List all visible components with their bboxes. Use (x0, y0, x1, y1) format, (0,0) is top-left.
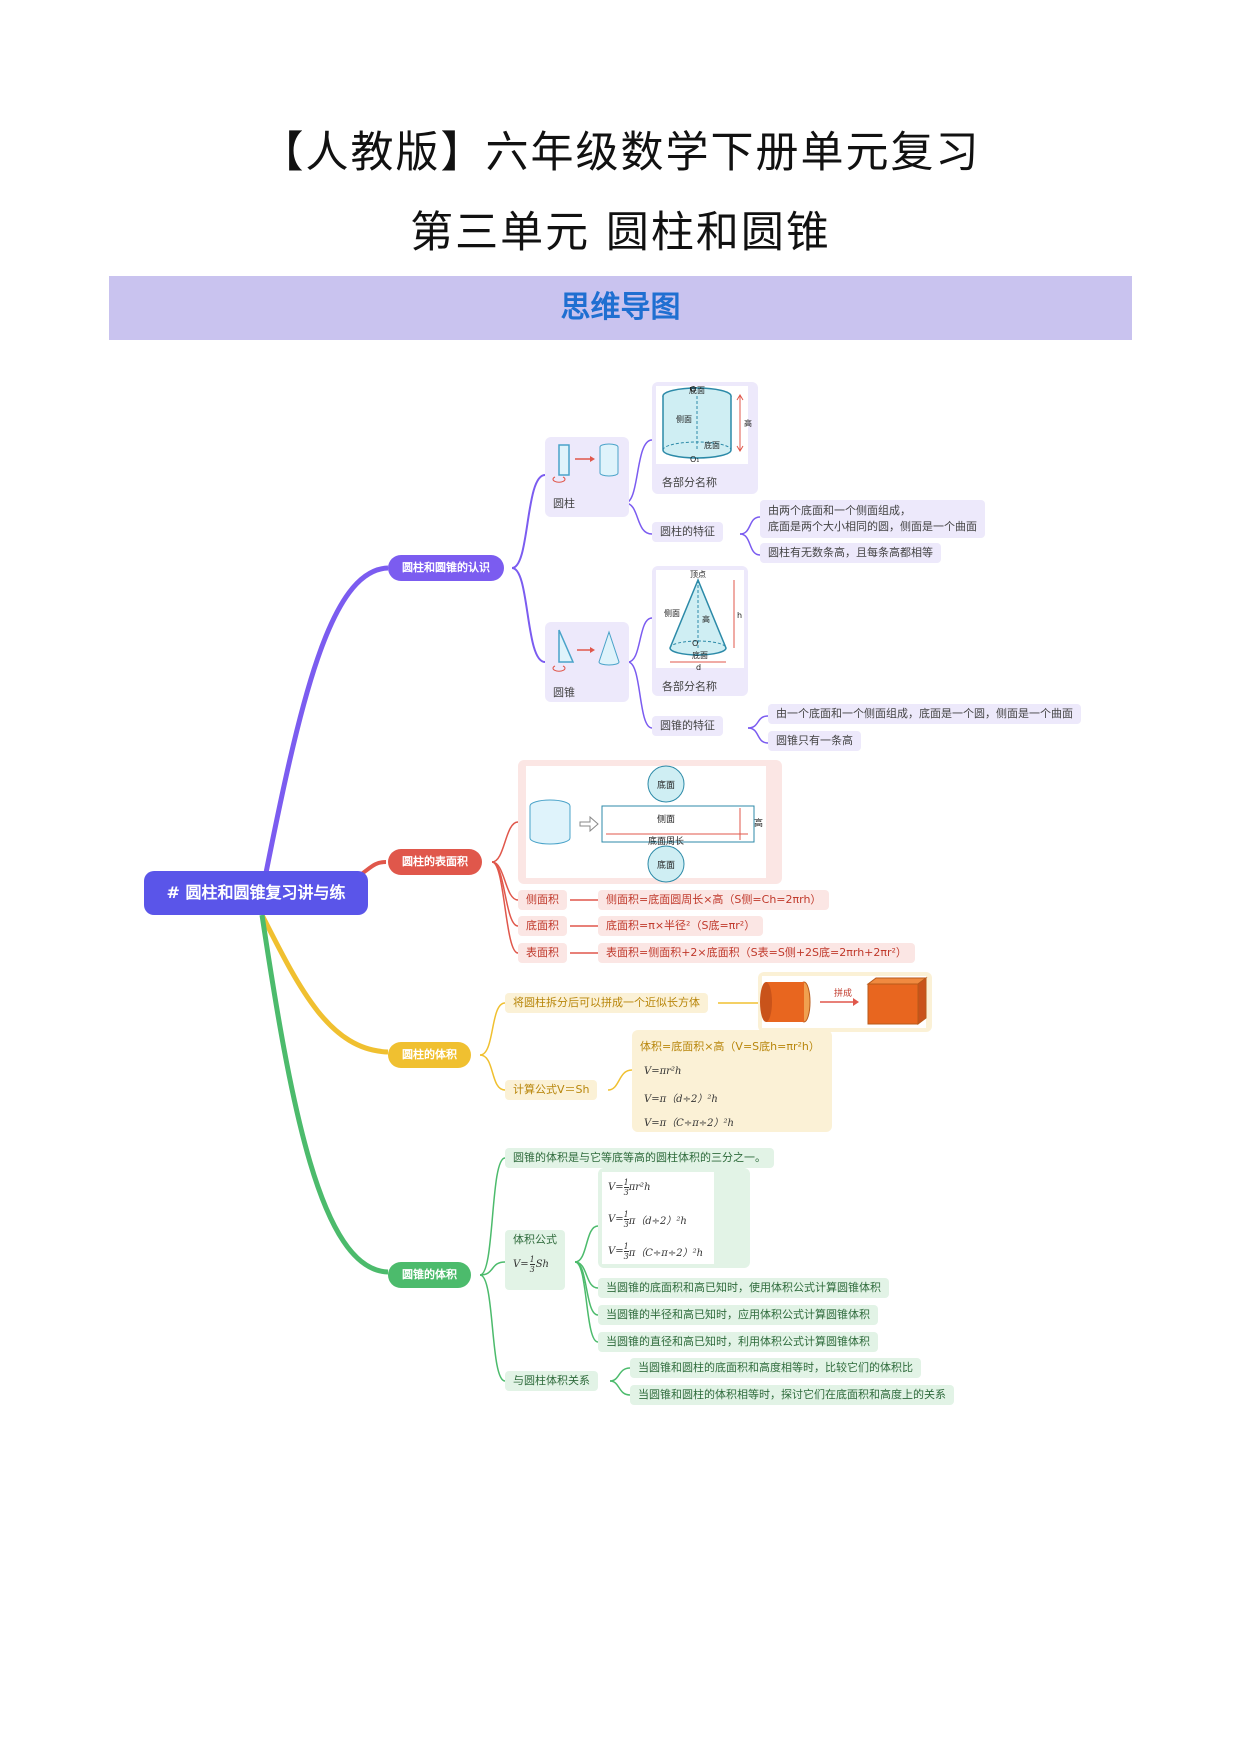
split-arrow-label: 拼成 (834, 987, 852, 999)
base-area-formula[interactable]: 底面积=π×半径²（S底=πr²） (598, 916, 764, 936)
cylinder-net-node[interactable]: 底面 侧面 底面周长 高 底面 (518, 760, 782, 884)
cone-parts-diagram: 顶点 侧面 高 h 底面 d O (656, 570, 744, 670)
mindmap-root[interactable]: # 圆柱和圆锥复习讲与练 (144, 871, 368, 915)
cone-d-label: d (696, 663, 701, 670)
cone-volume-formula-label: 体积公式 (513, 1233, 557, 1246)
cone-formula-rhs: Sh (535, 1258, 549, 1270)
branch-surface-area[interactable]: 圆柱的表面积 (388, 849, 482, 875)
cone-scenario-2[interactable]: 当圆锥的半径和高已知时，应用体积公式计算圆锥体积 (598, 1305, 878, 1325)
cylinder-feature-node[interactable]: 圆柱的特征 (652, 522, 723, 542)
cone-parts-label: 各部分名称 (662, 680, 717, 693)
branch-cone-volume[interactable]: 圆锥的体积 (388, 1262, 471, 1288)
cylinder-node[interactable]: 圆柱 (545, 437, 629, 517)
cylinder-split-note[interactable]: 将圆柱拆分后可以拼成一个近似长方体 (505, 993, 708, 1013)
branch-recognition[interactable]: 圆柱和圆锥的认识 (388, 555, 504, 581)
cyl-side-label: 侧面 (676, 414, 692, 424)
cone-formula-lhs: V= (513, 1258, 529, 1270)
cone-scenario-1[interactable]: 当圆锥的底面积和高已知时，使用体积公式计算圆锥体积 (598, 1278, 889, 1298)
cone-height-label: 高 (702, 614, 710, 624)
base-area-key[interactable]: 底面积 (518, 916, 567, 936)
net-side-label: 侧面 (657, 813, 675, 825)
cyl-o1-label: O₁ (690, 455, 700, 464)
cone-volume-formula-node[interactable]: 体积公式 V= 1 3 Sh (505, 1230, 565, 1290)
net-bottom-label: 底面 (657, 859, 675, 871)
lateral-area-formula[interactable]: 侧面积=底面圆周长×高（S侧=Ch=2πrh） (598, 890, 830, 910)
page-subtitle: 第三单元 圆柱和圆锥 (410, 208, 831, 258)
surface-area-formula[interactable]: 表面积=侧面积+2×底面积（S表=S侧+2S底=2πrh+2πr²） (598, 943, 915, 963)
relation-1[interactable]: 当圆锥和圆柱的底面积和高度相等时，比较它们的体积比 (630, 1358, 921, 1378)
cyl-bottom-label: 底面 (704, 440, 720, 450)
cone-base-label: 底面 (692, 650, 708, 660)
cylinder-rotation-icon (552, 443, 619, 483)
cone-feature-1[interactable]: 由一个底面和一个侧面组成，底面是一个圆，侧面是一个曲面 (768, 704, 1081, 724)
cylinder-label: 圆柱 (553, 497, 575, 510)
relation-2[interactable]: 当圆锥和圆柱的体积相等时，探讨它们在底面积和高度上的关系 (630, 1385, 954, 1405)
cylinder-feature-1[interactable]: 由两个底面和一个侧面组成， 底面是两个大小相同的圆，侧面是一个曲面 (760, 500, 985, 538)
third-num: 1 (529, 1255, 535, 1265)
cone-label: 圆锥 (553, 686, 575, 699)
cone-feature-node[interactable]: 圆锥的特征 (652, 716, 723, 736)
cone-node[interactable]: 圆锥 (545, 622, 629, 702)
cone-scenario-3[interactable]: 当圆锥的直径和高已知时，利用体积公式计算圆锥体积 (598, 1332, 878, 1352)
lateral-area-key[interactable]: 侧面积 (518, 890, 567, 910)
cylinder-feature-2[interactable]: 圆柱有无数条高，且每条高都相等 (760, 543, 941, 563)
net-height-label: 高 (754, 817, 763, 829)
cylinder-volume-formula-2: V=π（d÷2）²h (644, 1094, 718, 1105)
cone-third-rule[interactable]: 圆锥的体积是与它等底等高的圆柱体积的三分之一。 (505, 1148, 774, 1168)
cylinder-parts-label: 各部分名称 (662, 476, 717, 489)
cone-parts-node[interactable]: 顶点 侧面 高 h 底面 d O 各部分名称 (652, 566, 748, 696)
cylinder-parts-node[interactable]: 底面 侧面 高 底面 O O₁ 各部分名称 (652, 382, 758, 494)
split-to-cuboid-node[interactable]: 拼成 (758, 972, 932, 1032)
cone-o-label: O (692, 639, 698, 648)
cone-volume-formula: V= 1 3 Sh (513, 1255, 557, 1274)
branch-cylinder-volume[interactable]: 圆柱的体积 (388, 1042, 471, 1068)
cone-apex-label: 顶点 (690, 570, 706, 579)
cyl-o-label: O (690, 385, 696, 394)
third-den: 3 (529, 1265, 535, 1274)
surface-area-key[interactable]: 表面积 (518, 943, 567, 963)
cylinder-volume-formula-node[interactable]: 计算公式V＝Sh (505, 1080, 598, 1100)
cone-rotation-icon (552, 629, 620, 672)
cone-h-label: h (737, 611, 742, 620)
net-circ-label: 底面周长 (648, 835, 684, 847)
cyl-top-label: 底面 (689, 385, 705, 395)
cylinder-feature-1a: 由两个底面和一个侧面组成， (768, 504, 911, 517)
section-banner: 思维导图 (109, 276, 1132, 340)
page-title: 【人教版】六年级数学下册单元复习 (260, 128, 981, 178)
cone-formula-third: 1 3 (529, 1255, 535, 1274)
cone-feature-2[interactable]: 圆锥只有一条高 (768, 731, 861, 751)
cylinder-volume-main-formula: 体积=底面积×高（V=S底h=πr²h） (640, 1040, 820, 1053)
cylinder-feature-1b: 底面是两个大小相同的圆，侧面是一个曲面 (768, 520, 977, 533)
cylinder-volume-formulas[interactable]: 体积=底面积×高（V=S底h=πr²h） V=πr²h V=π（d÷2）²h V… (632, 1030, 832, 1132)
net-top-label: 底面 (657, 779, 675, 791)
cyl-height-label: 高 (744, 418, 752, 428)
cylinder-relation-node[interactable]: 与圆柱体积关系 (505, 1371, 598, 1391)
cylinder-parts-diagram: 底面 侧面 高 底面 O O₁ (656, 385, 752, 464)
cone-side-label: 侧面 (664, 608, 680, 618)
cylinder-volume-formula-3: V=π（C÷π÷2）²h (644, 1118, 734, 1129)
cylinder-net-diagram: 底面 侧面 底面周长 高 底面 (526, 765, 766, 883)
cylinder-volume-formula-1: V=πr²h (644, 1066, 682, 1077)
split-to-cuboid-diagram: 拼成 (760, 976, 928, 1028)
